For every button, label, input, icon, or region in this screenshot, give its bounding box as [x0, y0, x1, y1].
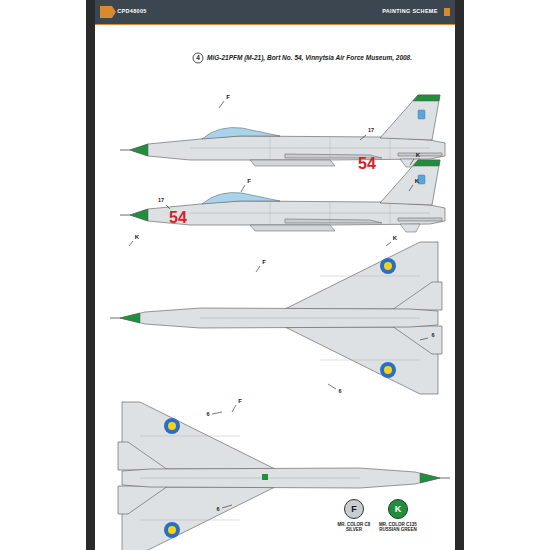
color-callout: K [415, 178, 419, 184]
sheet-heading: PAINTING SCHEME [382, 9, 437, 15]
legend-text: MR. COLOR C8 SILVER [334, 522, 374, 532]
callout-number: 6 [338, 389, 341, 395]
color-callout: F [238, 398, 242, 404]
bort-number: 54 [358, 156, 376, 172]
color-callout: K [416, 152, 420, 158]
scheme-number: 4 [196, 55, 200, 62]
callout-number: 6 [206, 412, 209, 418]
color-callout: K [393, 235, 397, 241]
callout-number: 6 [216, 507, 219, 513]
legend-text: MR. COLOR C135 RUSSIAN GREEN [378, 522, 418, 532]
color-callout: F [262, 259, 266, 265]
bort-number: 54 [169, 210, 187, 226]
callout-number: 17 [158, 198, 164, 204]
product-code: CPD48005 [117, 9, 146, 15]
legend-letter: K [395, 505, 402, 514]
color-callout: F [247, 178, 251, 184]
color-callout: F [226, 94, 230, 100]
legend-letter: F [351, 505, 357, 514]
callout-number: 17 [368, 128, 374, 134]
color-callout: K [135, 234, 139, 240]
callout-number: 6 [431, 333, 434, 339]
sheet-title: MiG-21PFM (M-21), Bort No. 54, Vinnytsia… [207, 55, 412, 62]
